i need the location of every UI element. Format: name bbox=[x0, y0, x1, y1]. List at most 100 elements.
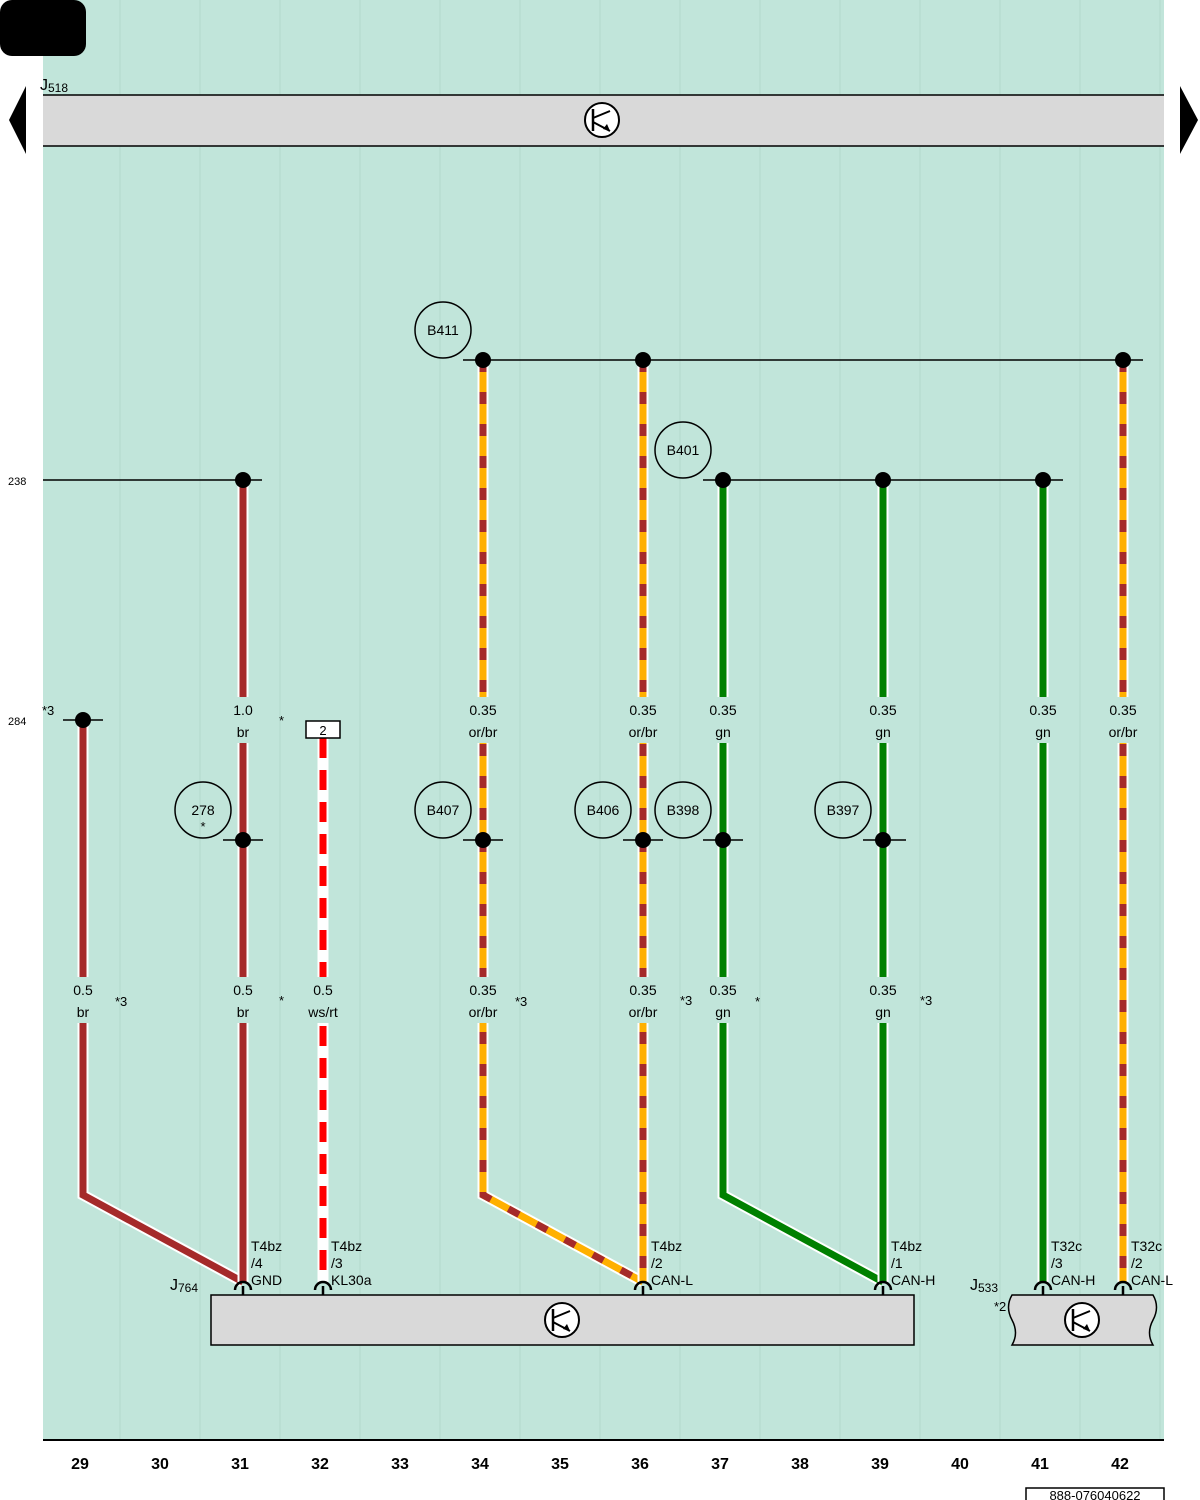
footnote-marker: *3 bbox=[42, 703, 54, 718]
wire-label-size: 0.5 bbox=[73, 982, 93, 998]
svg-text:B397: B397 bbox=[827, 802, 860, 818]
wire-label-color: gn bbox=[715, 724, 731, 740]
column-number: 41 bbox=[1031, 1456, 1049, 1473]
wire-label-color: or/br bbox=[1109, 724, 1138, 740]
junction-dot bbox=[235, 472, 251, 488]
svg-text:CAN-H: CAN-H bbox=[1051, 1272, 1095, 1288]
svg-text:B398: B398 bbox=[667, 802, 700, 818]
electronic-module-icon bbox=[544, 1302, 580, 1338]
svg-text:/2: /2 bbox=[651, 1255, 663, 1271]
wire-label-color: gn bbox=[875, 724, 891, 740]
junction-dot bbox=[715, 472, 731, 488]
wire-label-color: or/br bbox=[629, 1004, 658, 1020]
wire-label-size: 0.5 bbox=[233, 982, 253, 998]
svg-text:*: * bbox=[200, 819, 205, 834]
column-number: 33 bbox=[391, 1456, 409, 1473]
wire-label-size: 0.35 bbox=[869, 982, 896, 998]
pin-connector-icon bbox=[1113, 1280, 1133, 1295]
wire-label-color: br bbox=[77, 1004, 90, 1020]
row-label-284: 284 bbox=[8, 716, 26, 728]
junction-dot bbox=[1035, 472, 1051, 488]
svg-text:/3: /3 bbox=[331, 1255, 343, 1271]
connector-box-2: 2 bbox=[305, 720, 341, 739]
footnote-marker: * bbox=[279, 993, 284, 1008]
footnote-marker: *3 bbox=[920, 993, 932, 1008]
wire-label-color: ws/rt bbox=[307, 1004, 338, 1020]
wire-label-color: or/br bbox=[469, 724, 498, 740]
next-page-icon[interactable] bbox=[1180, 86, 1198, 154]
unit-j518-label: J518 bbox=[40, 77, 68, 95]
wire-label-size: 0.35 bbox=[1029, 702, 1056, 718]
pin-connector-icon bbox=[1033, 1280, 1053, 1295]
wire-labels: 1.0 br 0.35 or/br 0.35 or/br 0.35 gn 0.3… bbox=[65, 697, 1143, 1023]
footnote-marker: *2 bbox=[994, 1299, 1006, 1314]
column-number: 36 bbox=[631, 1456, 649, 1473]
svg-text:278: 278 bbox=[191, 802, 215, 818]
wire-label-size: 0.35 bbox=[469, 702, 496, 718]
page-tab bbox=[0, 0, 86, 56]
pin-connector-icon bbox=[313, 1280, 333, 1295]
junction-dot bbox=[75, 712, 91, 728]
wire-label-color: br bbox=[237, 1004, 250, 1020]
pin-connector-icon bbox=[873, 1280, 893, 1295]
svg-text:/4: /4 bbox=[251, 1255, 263, 1271]
electronic-module-icon bbox=[1064, 1302, 1100, 1338]
splice-278: 278 * bbox=[174, 781, 232, 839]
svg-text:B406: B406 bbox=[587, 802, 620, 818]
column-number: 35 bbox=[551, 1456, 569, 1473]
splice-points bbox=[223, 832, 906, 848]
footnote-marker: *3 bbox=[115, 994, 127, 1009]
column-number: 37 bbox=[711, 1456, 729, 1473]
junction-dot bbox=[475, 352, 491, 368]
wire-label-size: 0.35 bbox=[629, 702, 656, 718]
wire-label-color: gn bbox=[875, 1004, 891, 1020]
wire-label-size: 0.35 bbox=[629, 982, 656, 998]
wire-label-size: 0.35 bbox=[869, 702, 896, 718]
wire-col34-or-br bbox=[477, 360, 646, 1287]
electronic-module-icon bbox=[584, 102, 620, 138]
svg-text:B411: B411 bbox=[427, 322, 459, 338]
column-number: 29 bbox=[71, 1456, 89, 1473]
svg-text:B407: B407 bbox=[427, 802, 460, 818]
svg-text:/2: /2 bbox=[1131, 1255, 1143, 1271]
wire-label-size: 0.35 bbox=[709, 982, 736, 998]
wire-label-color: or/br bbox=[469, 1004, 498, 1020]
column-number: 42 bbox=[1111, 1456, 1129, 1473]
row-label-238: 238 bbox=[8, 476, 26, 488]
splice-b411: B411 bbox=[414, 301, 472, 359]
wire-label-color: or/br bbox=[629, 724, 658, 740]
pin-connector-icon bbox=[233, 1280, 253, 1295]
splice-b398: B398 bbox=[654, 781, 712, 839]
svg-text:CAN-L: CAN-L bbox=[651, 1272, 693, 1288]
column-number: 31 bbox=[231, 1456, 249, 1473]
svg-text:T4bz: T4bz bbox=[891, 1238, 922, 1254]
wire-label-color: gn bbox=[715, 1004, 731, 1020]
svg-text:T4bz: T4bz bbox=[251, 1238, 282, 1254]
svg-text:/1: /1 bbox=[891, 1255, 903, 1271]
column-number: 34 bbox=[471, 1456, 489, 1473]
footnote-marker: * bbox=[279, 713, 284, 728]
svg-text:888-076040622: 888-076040622 bbox=[1049, 1488, 1140, 1500]
previous-page-icon[interactable] bbox=[9, 86, 26, 154]
wire-label-size: 0.35 bbox=[469, 982, 496, 998]
footnote-marker: *3 bbox=[515, 994, 527, 1009]
wires bbox=[77, 360, 1129, 1287]
column-number: 40 bbox=[951, 1456, 969, 1473]
svg-text:2: 2 bbox=[319, 723, 326, 738]
splice-b397: B397 bbox=[814, 781, 872, 839]
column-number: 38 bbox=[791, 1456, 809, 1473]
svg-text:T4bz: T4bz bbox=[331, 1238, 362, 1254]
column-grid bbox=[119, 0, 1161, 1440]
diagram-background bbox=[43, 0, 1164, 1440]
wire-label-size: 0.35 bbox=[709, 702, 736, 718]
svg-text:T32c: T32c bbox=[1051, 1238, 1082, 1254]
column-number: 32 bbox=[311, 1456, 329, 1473]
